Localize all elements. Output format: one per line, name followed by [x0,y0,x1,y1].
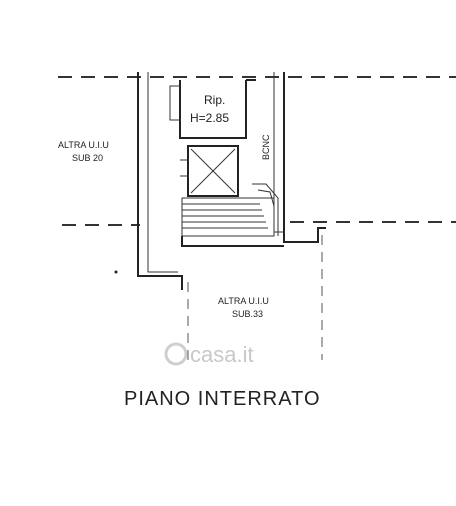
lower-corridor-wall [181,236,284,247]
storage-room-door [169,85,180,121]
staircase [181,183,279,237]
rip-label: Rip. [204,93,225,107]
bottom-unit-sub-label: SUB.33 [232,309,263,319]
corridor-outer-wall [137,72,183,290]
watermark-logo-icon [164,342,188,366]
right-outer-wall [283,72,326,243]
elevator-x-2 [190,148,236,194]
right-inner-wall [273,72,284,233]
bcnc-label: BCNC [261,134,271,160]
left-unit-label: ALTRA U.I.U [58,140,109,150]
rip-height-label: H=2.85 [190,111,229,125]
bottom-unit-label: ALTRA U.I.U [218,296,269,306]
left-unit-sub-label: SUB 20 [72,153,103,163]
plan-title: PIANO INTERRATO [124,388,321,410]
watermark: casa.it [164,342,254,367]
corridor-inner-wall [147,72,178,273]
marker-dot [114,270,118,274]
elevator-shaft [187,145,239,197]
storage-room-outline [179,79,256,139]
watermark-text: casa.it [190,342,254,367]
elevator-door [180,159,188,177]
